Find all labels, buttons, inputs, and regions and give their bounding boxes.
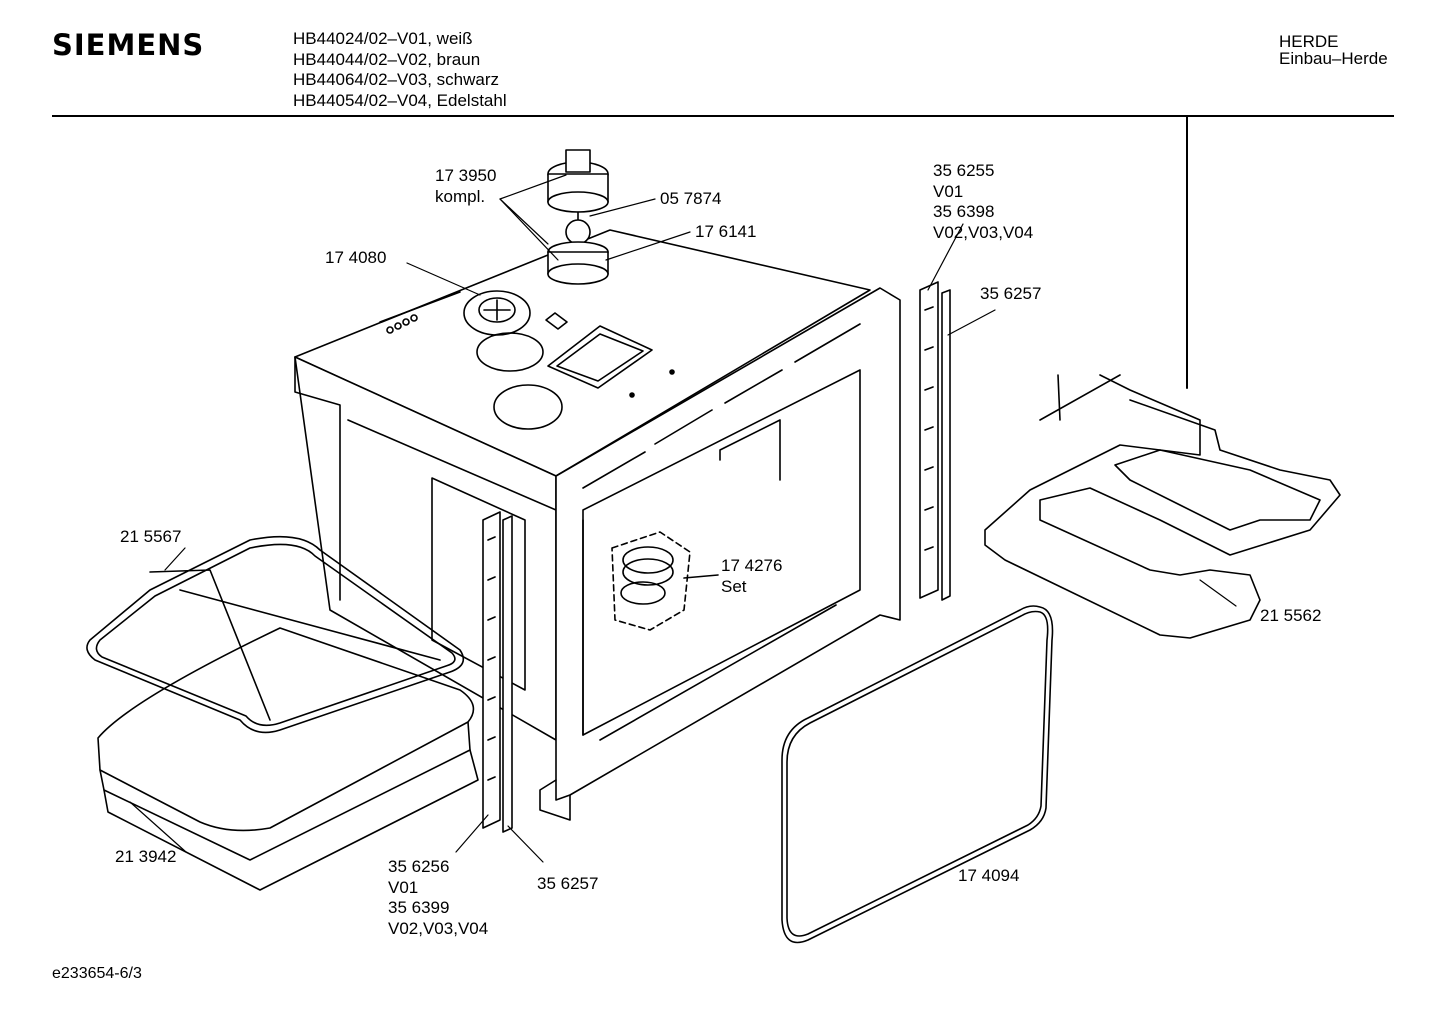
part-variant: V02,V03,V04 (388, 918, 489, 938)
part-number: 35 6256 (388, 857, 450, 876)
part-number: 35 6257 (537, 874, 599, 893)
side-rail-left (482, 511, 513, 833)
callout-174094: 17 4094 (958, 866, 1019, 887)
part-number: 21 5567 (120, 527, 182, 546)
part-number: 17 4094 (958, 866, 1020, 885)
part-number: 05 7874 (660, 189, 722, 208)
wire-shelf (86, 535, 465, 734)
part-number: 17 6141 (695, 222, 757, 241)
part-variant: V01 (933, 181, 964, 201)
callout-173950: 17 3950 kompl. (435, 166, 496, 207)
part-note: Set (721, 576, 747, 596)
callout-215567: 21 5567 (120, 527, 181, 548)
part-number: 17 4080 (325, 248, 387, 267)
category-subtitle: Einbau–Herde (1279, 49, 1388, 68)
part-number: 21 3942 (115, 847, 177, 866)
light-cover-set (611, 531, 719, 631)
side-rail-right (919, 281, 951, 601)
model-line: HB44064/02–V03, schwarz (293, 70, 500, 89)
part-note: kompl. (435, 186, 486, 206)
part-number: 21 5562 (1260, 606, 1322, 625)
callout-356256: 35 6256 V01 35 6399 V02,V03,V04 (388, 857, 488, 939)
part-number: 17 4276 (721, 556, 783, 575)
knob-assembly (547, 149, 609, 285)
callout-057874: 05 7874 (660, 189, 721, 210)
callout-356257-bottom: 35 6257 (537, 874, 598, 895)
part-number: 35 6255 (933, 161, 995, 180)
oven-front-frame (539, 287, 901, 821)
leader-lines (129, 174, 1237, 863)
callout-174276: 17 4276 Set (721, 556, 782, 597)
callout-215562: 21 5562 (1260, 606, 1321, 627)
model-line: HB44044/02–V02, braun (293, 49, 481, 69)
callout-356257-top: 35 6257 (980, 284, 1041, 305)
part-number: 17 3950 (435, 166, 497, 185)
baking-tray (97, 627, 479, 891)
product-category: HERDE Einbau–Herde (1279, 33, 1388, 67)
callout-213942: 21 3942 (115, 847, 176, 868)
callout-356255: 35 6255 V01 35 6398 V02,V03,V04 (933, 161, 1033, 243)
model-list: HB44024/02–V01, weiß HB44044/02–V02, bra… (293, 29, 507, 111)
door-gasket (781, 605, 1054, 944)
part-number: 35 6398 (933, 202, 995, 221)
model-line: HB44024/02–V01, weiß (293, 29, 473, 48)
part-variant: V02,V03,V04 (933, 222, 1034, 242)
category-title: HERDE (1279, 32, 1339, 51)
drawing-id: e233654-6/3 (52, 965, 142, 982)
model-line: HB44054/02–V04, Edelstahl (293, 90, 507, 110)
header-rule (52, 115, 1394, 117)
part-variant: V01 (388, 877, 419, 897)
part-number: 35 6399 (388, 898, 450, 917)
callout-176141: 17 6141 (695, 222, 756, 243)
callout-174080: 17 4080 (325, 248, 386, 269)
part-number: 35 6257 (980, 284, 1042, 303)
siemens-logo: SIEMENS (52, 28, 205, 62)
grill-heating-element (984, 374, 1341, 639)
